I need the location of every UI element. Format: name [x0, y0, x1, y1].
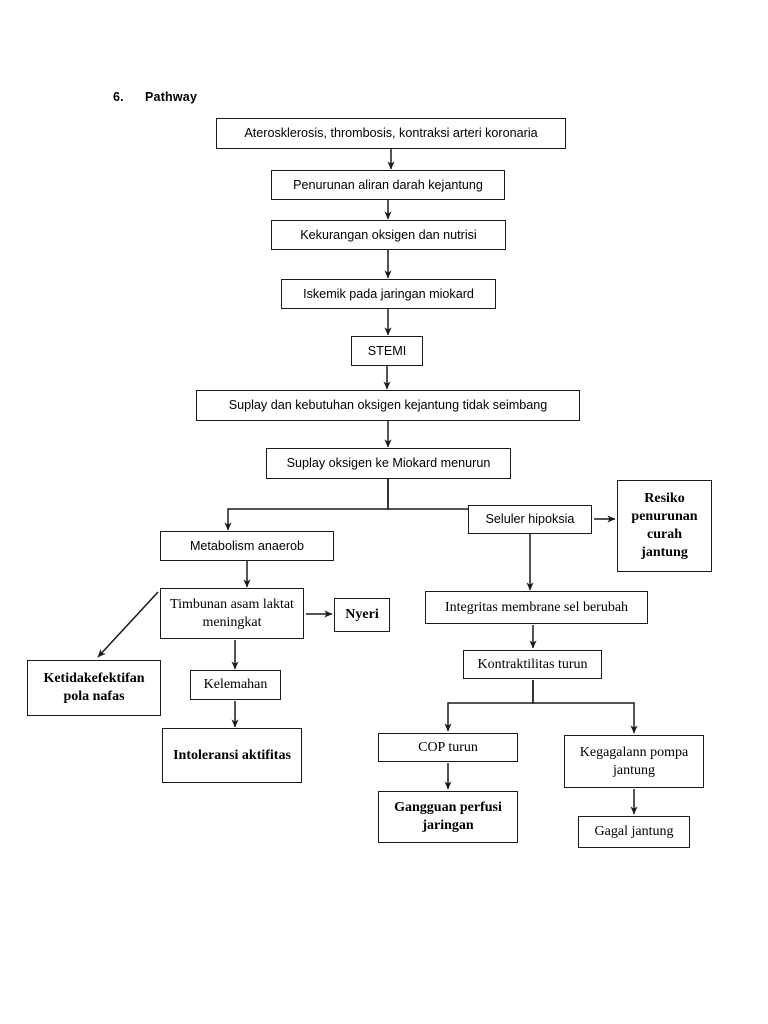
flow-node-n6: Suplay dan kebutuhan oksigen kejantung t… — [196, 390, 580, 421]
heading-number: 6. — [113, 90, 124, 104]
edge-n17-n20 — [532, 680, 638, 734]
flow-node-n4: Iskemik pada jaringan miokard — [281, 279, 496, 309]
flow-node-n14: Ketidakefektifan pola nafas — [27, 660, 161, 716]
flow-node-n1: Aterosklerosis, thrombosis, kontraksi ar… — [216, 118, 566, 149]
edge-n17-n18 — [444, 680, 534, 732]
flow-node-n5: STEMI — [351, 336, 423, 366]
flow-node-n19: Gangguan perfusi jaringan — [378, 791, 518, 843]
flow-node-n15: Kelemahan — [190, 670, 281, 700]
flow-node-n11: Timbunan asam laktat meningkat — [160, 588, 304, 639]
page-heading: 6. Pathway — [113, 90, 197, 104]
flow-node-n18: COP turun — [378, 733, 518, 762]
edge-n11-n14 — [97, 591, 159, 658]
flow-node-n16: Intoleransi aktifitas — [162, 728, 302, 783]
flow-node-n21: Gagal jantung — [578, 816, 690, 848]
flow-node-n10: Metabolism anaerob — [160, 531, 334, 561]
flow-node-n20: Kegagalann pompa jantung — [564, 735, 704, 788]
flow-node-n7: Suplay oksigen ke Miokard menurun — [266, 448, 511, 479]
edge-n7-n10 — [224, 479, 389, 531]
flow-node-n9: Resiko penurunan curah jantung — [617, 480, 712, 572]
heading-title: Pathway — [145, 90, 198, 104]
flow-node-n17: Kontraktilitas turun — [463, 650, 602, 679]
flow-node-n13: Integritas membrane sel berubah — [425, 591, 648, 624]
flow-node-n3: Kekurangan oksigen dan nutrisi — [271, 220, 506, 250]
flow-node-n12: Nyeri — [334, 598, 390, 632]
flow-node-n8: Seluler hipoksia — [468, 505, 592, 534]
flow-node-n2: Penurunan aliran darah kejantung — [271, 170, 505, 200]
